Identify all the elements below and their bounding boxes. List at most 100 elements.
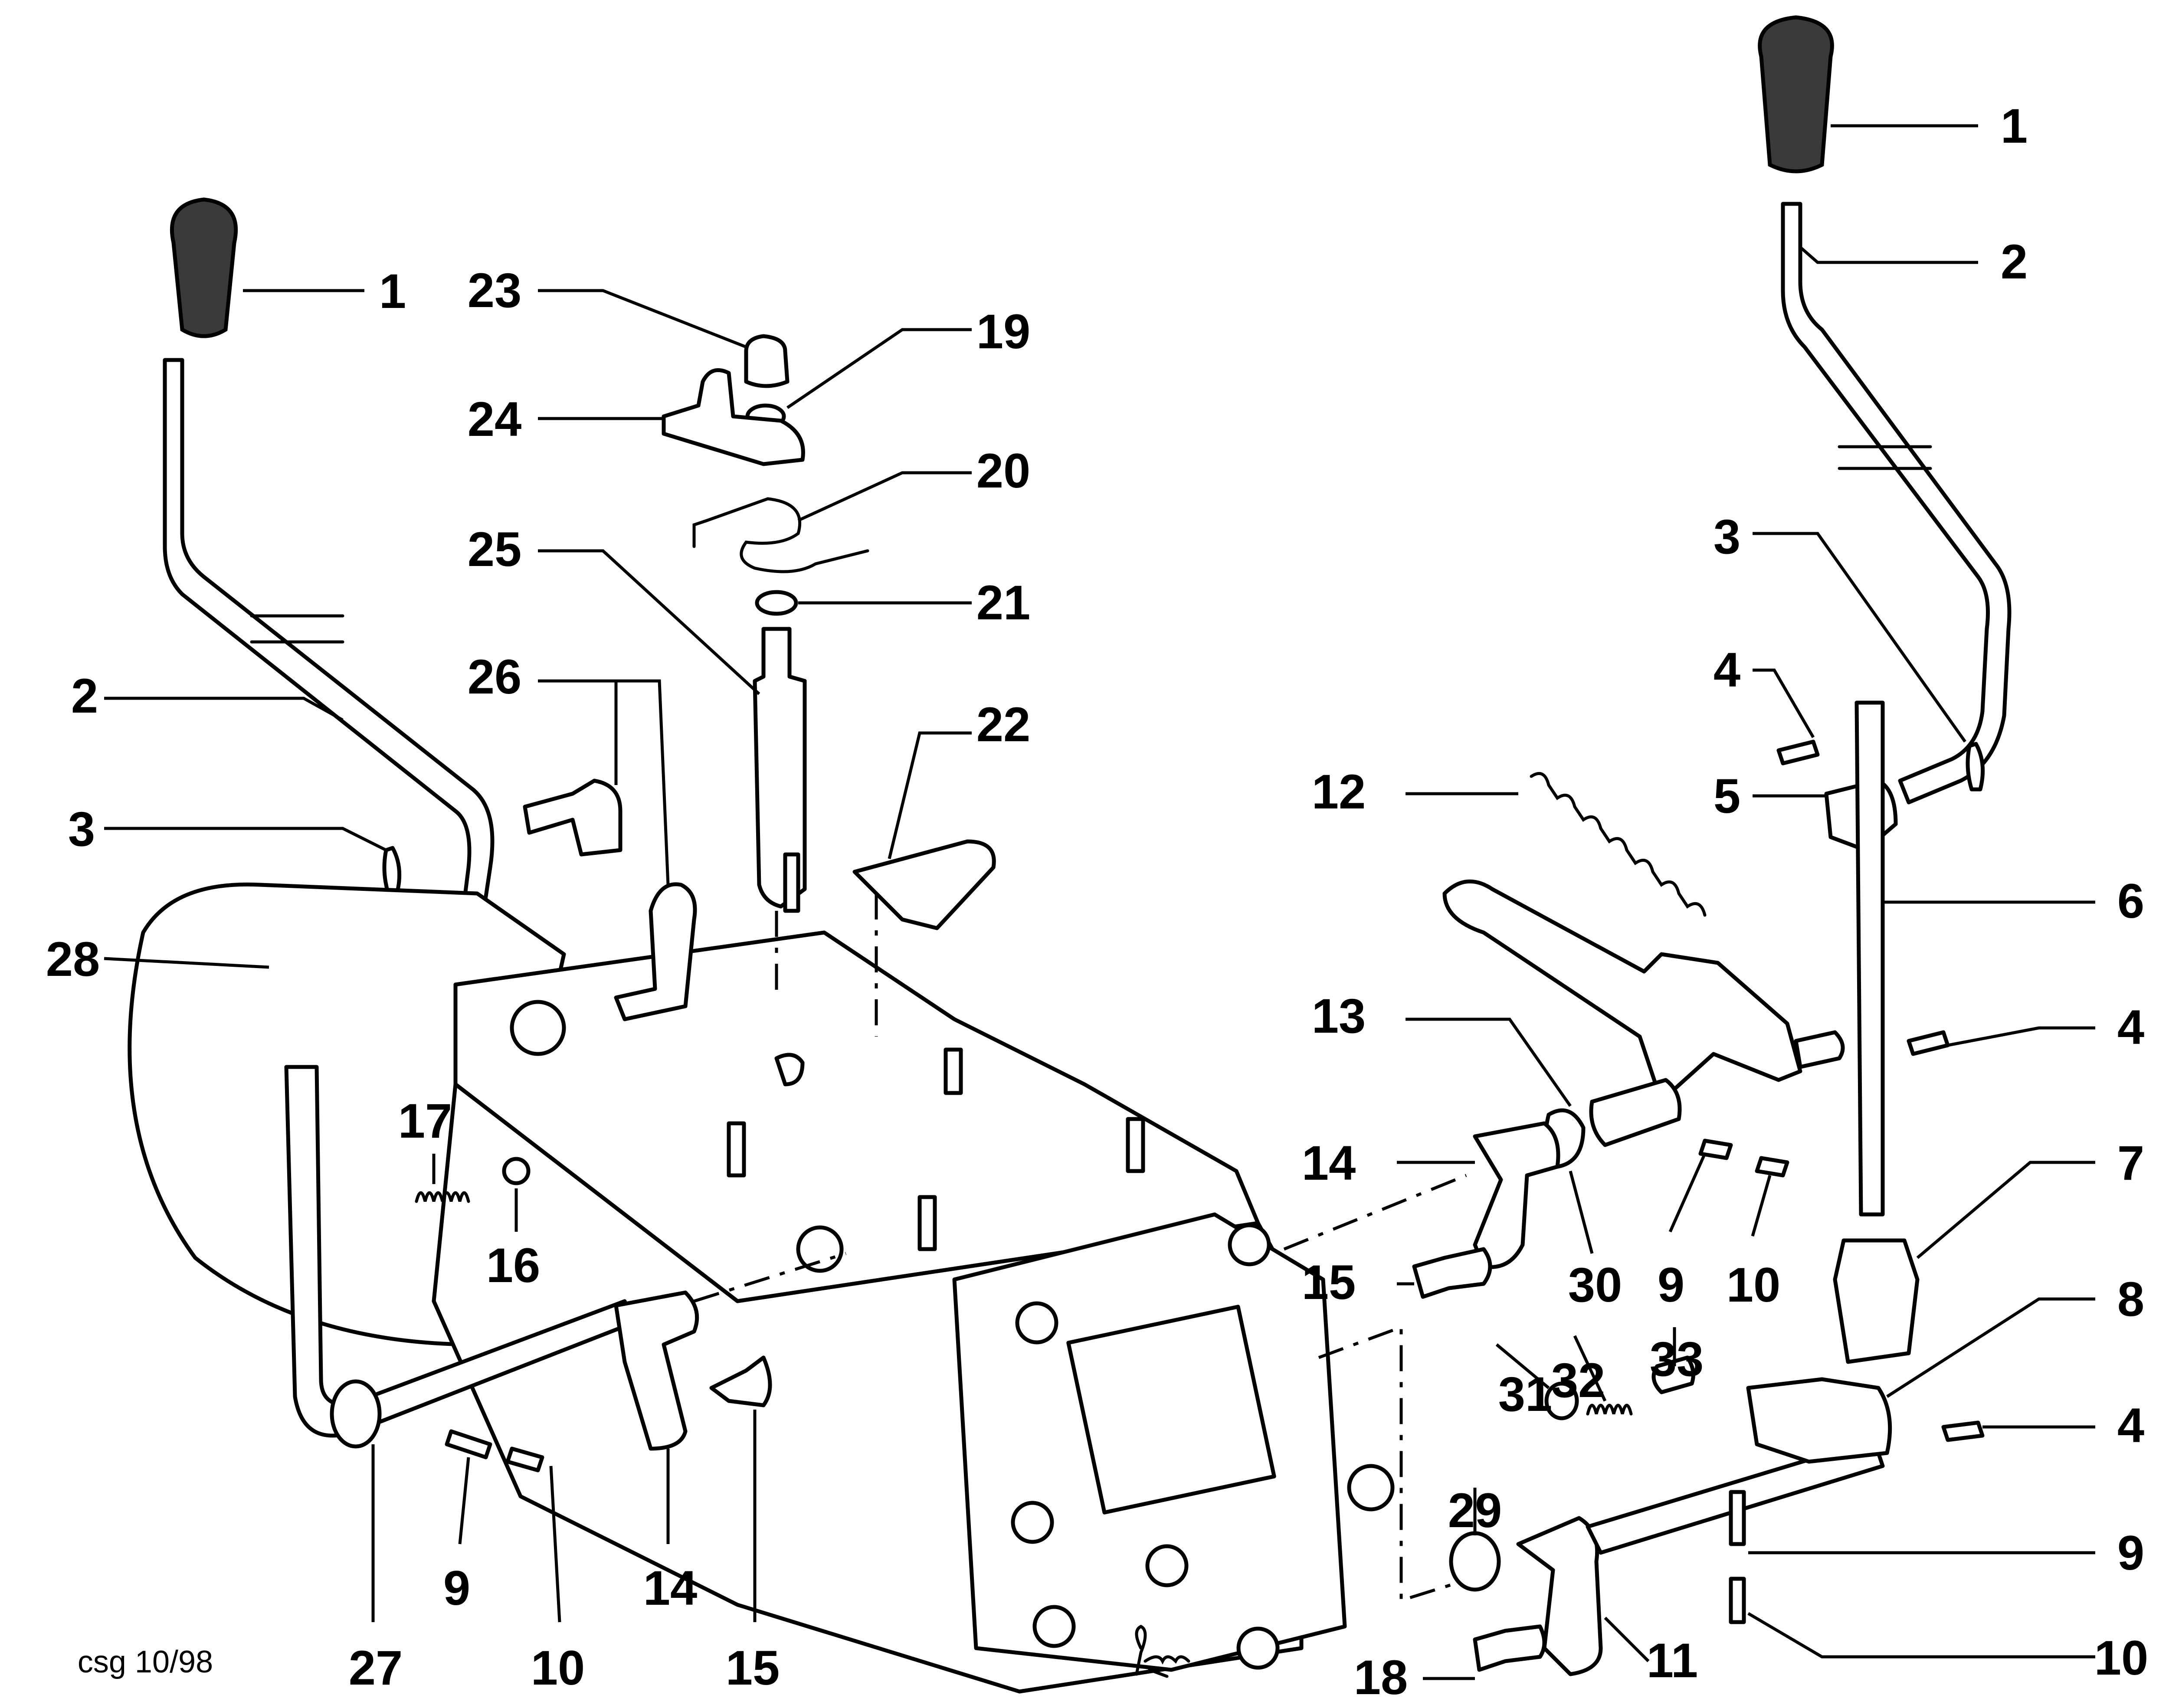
part-label-7: 7 bbox=[2117, 1136, 2145, 1190]
part-label-19: 19 bbox=[976, 304, 1031, 359]
leader-3-left bbox=[104, 827, 387, 852]
rear-bolt bbox=[1236, 1626, 1280, 1670]
part-label-3-left: 3 bbox=[68, 802, 95, 856]
part-label-14-left: 14 bbox=[643, 1561, 698, 1615]
rod-end-collar bbox=[330, 1379, 382, 1449]
part-label-1-right: 1 bbox=[2000, 99, 2028, 153]
part-label-14-mid: 14 bbox=[1301, 1136, 1356, 1190]
right-knob-1 bbox=[1758, 15, 1834, 173]
roll-pin-4-lower bbox=[1941, 1420, 1985, 1442]
part-label-6: 6 bbox=[2117, 874, 2145, 928]
shift-shaft-25 bbox=[753, 627, 807, 909]
housing-neck-bearing bbox=[774, 1053, 805, 1086]
part-label-3-right: 3 bbox=[1713, 510, 1741, 564]
selector-arm-14-left bbox=[614, 1290, 699, 1451]
leader-3-right bbox=[1753, 532, 1966, 743]
boot-7 bbox=[1833, 1238, 1920, 1364]
spring-17 bbox=[415, 1191, 470, 1203]
part-label-9-right: 9 bbox=[2117, 1526, 2145, 1580]
axis-line bbox=[1318, 1325, 1471, 1603]
pin-33 bbox=[1651, 1355, 1695, 1394]
leader-22 bbox=[888, 731, 972, 859]
center-right-linkage bbox=[1283, 772, 1885, 1676]
part-label-15-left: 15 bbox=[725, 1641, 780, 1695]
part-label-16: 16 bbox=[486, 1238, 541, 1292]
rear-bolt bbox=[1145, 1544, 1189, 1587]
right-lever-2 bbox=[1781, 202, 2012, 805]
lower-left-selector bbox=[284, 1065, 847, 1472]
leader-13 bbox=[1406, 1018, 1572, 1107]
lever-pin bbox=[1794, 1030, 1845, 1069]
part-label-4-upper: 4 bbox=[1713, 643, 1741, 697]
rear-bolt bbox=[1347, 1464, 1395, 1512]
leader-7 bbox=[1916, 1161, 2095, 1259]
part-label-26: 26 bbox=[467, 650, 522, 704]
roll-pin-4-upper bbox=[1776, 739, 1820, 766]
right-lever-assembly bbox=[1729, 15, 2012, 1624]
nut-23 bbox=[744, 334, 790, 388]
part-label-4-lower: 4 bbox=[2117, 1398, 2145, 1453]
housing-window bbox=[1066, 1305, 1276, 1515]
rear-bolt bbox=[1015, 1301, 1058, 1345]
plate-22 bbox=[852, 839, 996, 930]
stud bbox=[917, 1195, 937, 1251]
ball-16 bbox=[502, 1157, 531, 1185]
circlip-21 bbox=[755, 590, 798, 616]
roll-pin-10-right bbox=[1729, 1577, 1746, 1624]
leader-28 bbox=[104, 957, 269, 969]
leader-4-mid bbox=[1947, 1026, 2095, 1047]
roll-pin-9-mid bbox=[1698, 1139, 1733, 1160]
shift-shaft-6 bbox=[1854, 700, 1885, 1217]
selector-block-8 bbox=[1746, 1377, 1892, 1464]
stud bbox=[944, 1047, 963, 1095]
rear-bolt bbox=[1011, 1501, 1054, 1544]
bracket-26b bbox=[614, 882, 697, 1021]
part-label-10-left: 10 bbox=[531, 1641, 585, 1695]
leader-20 bbox=[797, 471, 972, 522]
bracket-24 bbox=[662, 368, 805, 466]
leader-30 bbox=[1569, 1171, 1594, 1254]
part-label-31: 31 bbox=[1498, 1367, 1553, 1421]
leader-2-right bbox=[1799, 246, 1978, 264]
part-label-10-mid: 10 bbox=[1726, 1258, 1781, 1312]
bracket-26a bbox=[523, 779, 623, 857]
leader-31 bbox=[1495, 1343, 1550, 1389]
leader-4-upper bbox=[1753, 668, 1815, 738]
roll-pin-9-left bbox=[445, 1429, 492, 1459]
transmission-housing bbox=[128, 882, 1395, 1694]
leader-10-right bbox=[1747, 1612, 2095, 1659]
part-label-30: 30 bbox=[1568, 1258, 1622, 1312]
bracket-lever-13 bbox=[1442, 879, 1802, 1095]
axis-line bbox=[1283, 1174, 1467, 1251]
part-label-28: 28 bbox=[46, 932, 100, 986]
part-label-15-mid: 15 bbox=[1301, 1255, 1356, 1309]
part-label-8: 8 bbox=[2117, 1272, 2145, 1326]
artist-signature bbox=[1135, 1625, 1190, 1678]
part-label-2-left: 2 bbox=[71, 669, 98, 723]
part-label-2-right: 2 bbox=[2000, 235, 2028, 289]
leader-32 bbox=[1573, 1335, 1607, 1402]
left-knob-1 bbox=[170, 197, 238, 338]
roll-pin-4-mid bbox=[1907, 1030, 1950, 1056]
part-label-22: 22 bbox=[976, 697, 1031, 752]
part-label-32: 32 bbox=[1551, 1353, 1605, 1407]
part-label-24: 24 bbox=[467, 392, 522, 446]
right-split-pin-3 bbox=[1966, 742, 1985, 792]
leader-2-left bbox=[104, 697, 344, 722]
part-label-5: 5 bbox=[1713, 769, 1741, 823]
seal-31 bbox=[1544, 1381, 1579, 1420]
part-label-13: 13 bbox=[1311, 989, 1366, 1043]
leader-8 bbox=[1886, 1297, 2095, 1398]
leader-19 bbox=[786, 328, 972, 409]
spring-12 bbox=[1530, 772, 1707, 917]
leader-25 bbox=[538, 549, 760, 695]
part-label-1-left: 1 bbox=[379, 264, 406, 318]
part-label-17: 17 bbox=[398, 1094, 452, 1148]
bolt-18 bbox=[1473, 1624, 1546, 1672]
part-label-21: 21 bbox=[976, 576, 1031, 630]
leader-23 bbox=[538, 289, 747, 349]
leader-26b bbox=[616, 679, 670, 885]
leader-26 bbox=[538, 679, 618, 785]
bolt-15-mid bbox=[1412, 1247, 1492, 1299]
leader-11 bbox=[1604, 1616, 1650, 1662]
